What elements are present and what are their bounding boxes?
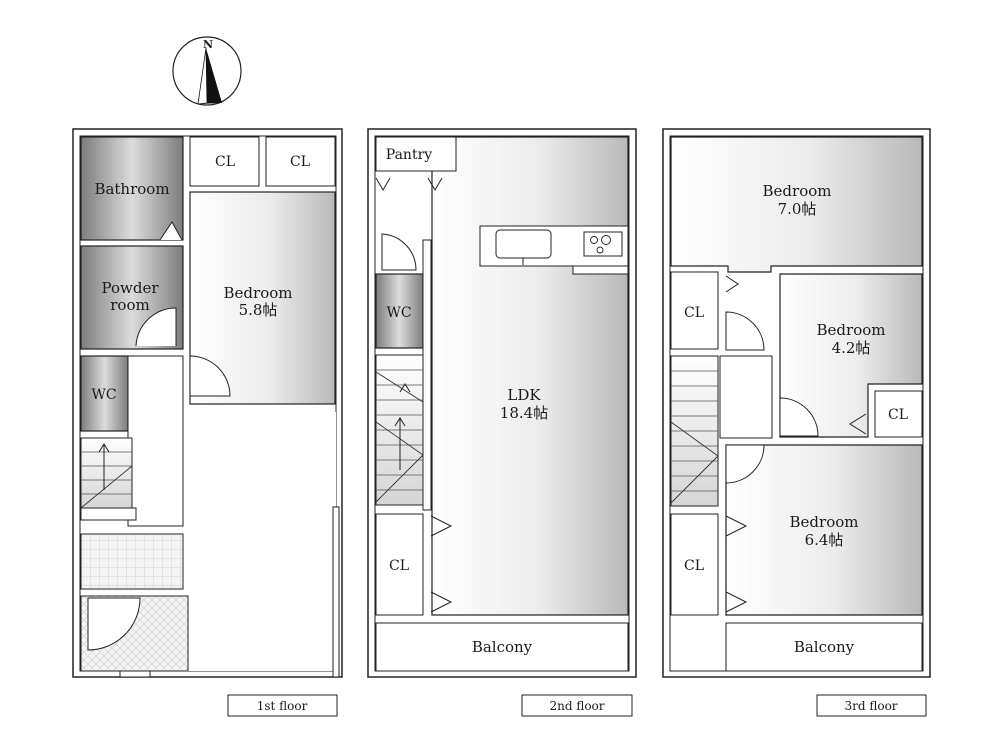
compass: N (172, 36, 242, 106)
pantry-label: Pantry (386, 147, 432, 163)
bedroom-1f-size: 5.8帖 (239, 301, 278, 319)
wc-2f (375, 273, 424, 349)
bedroom-3f-c-label: Bedroom (790, 513, 859, 531)
bedroom-3f-c-size: 6.4帖 (805, 531, 844, 549)
floor-labels: 1st floor 2nd floor 3rd floor (227, 694, 927, 717)
closet-3f-a (670, 271, 719, 350)
bathroom-label: Bathroom (94, 180, 169, 198)
ldk-size: 18.4帖 (500, 404, 548, 422)
wc-2f-label: WC (386, 305, 411, 321)
bathroom (80, 136, 184, 241)
ldk (431, 136, 629, 616)
balcony-2f (375, 622, 629, 672)
cl-3f-b-label: CL (888, 407, 908, 423)
closet-2f (375, 513, 424, 616)
kitchen-counter (479, 225, 629, 275)
wc-1f (80, 355, 129, 432)
stairs-3f (670, 355, 719, 507)
second-floor-plan: Pantry WC LDK 18.4帖 CL Balcony (367, 128, 637, 678)
bedroom-3f-a-size: 7.0帖 (778, 200, 817, 218)
stairs-1f (80, 437, 133, 509)
first-floor-plan: Bathroom Powder room WC CL CL Bedroom 5.… (72, 128, 343, 678)
third-floor-plan: Bedroom 7.0帖 CL Bedroom 4.2帖 CL Bedroom … (662, 128, 931, 678)
cl-3f-c-label: CL (684, 558, 704, 574)
cl-3f-a-label: CL (684, 305, 704, 321)
bedroom-3f-a (670, 136, 923, 273)
cl-1f-a-label: CL (215, 154, 235, 170)
bedroom-3f-b (779, 273, 923, 438)
floor-label-3rd: 3rd floor (844, 699, 897, 713)
powder-label-1: Powder (101, 279, 159, 297)
floor-label-2nd: 2nd floor (549, 699, 604, 713)
ldk-label: LDK (507, 386, 541, 404)
closet-3f-c (670, 513, 719, 616)
bedroom-3f-a-label: Bedroom (763, 182, 832, 200)
stove-icon (583, 231, 623, 257)
stairs-2f (375, 354, 424, 506)
powder-label-2: room (110, 296, 149, 314)
balcony-3f (725, 622, 923, 672)
bedroom-1f (189, 191, 336, 405)
bedroom-3f-b-size: 4.2帖 (832, 339, 871, 357)
bedroom-3f-b-label: Bedroom (817, 321, 886, 339)
balcony-2f-label: Balcony (472, 638, 533, 656)
sink-icon (495, 229, 552, 259)
north-arrow-icon (197, 47, 222, 105)
closet-3f-b (874, 390, 923, 438)
closet-1f-b (265, 136, 336, 187)
north-label: N (203, 38, 213, 51)
cl-1f-b-label: CL (290, 154, 310, 170)
cl-2f-label: CL (389, 558, 409, 574)
bedroom-3f-c (725, 444, 923, 616)
bedroom-1f-label: Bedroom (224, 284, 293, 302)
closet-1f-a (189, 136, 260, 187)
pantry (375, 136, 457, 172)
floor-label-1st: 1st floor (257, 699, 308, 713)
wc-1f-label: WC (91, 387, 116, 403)
balcony-3f-label: Balcony (794, 638, 855, 656)
